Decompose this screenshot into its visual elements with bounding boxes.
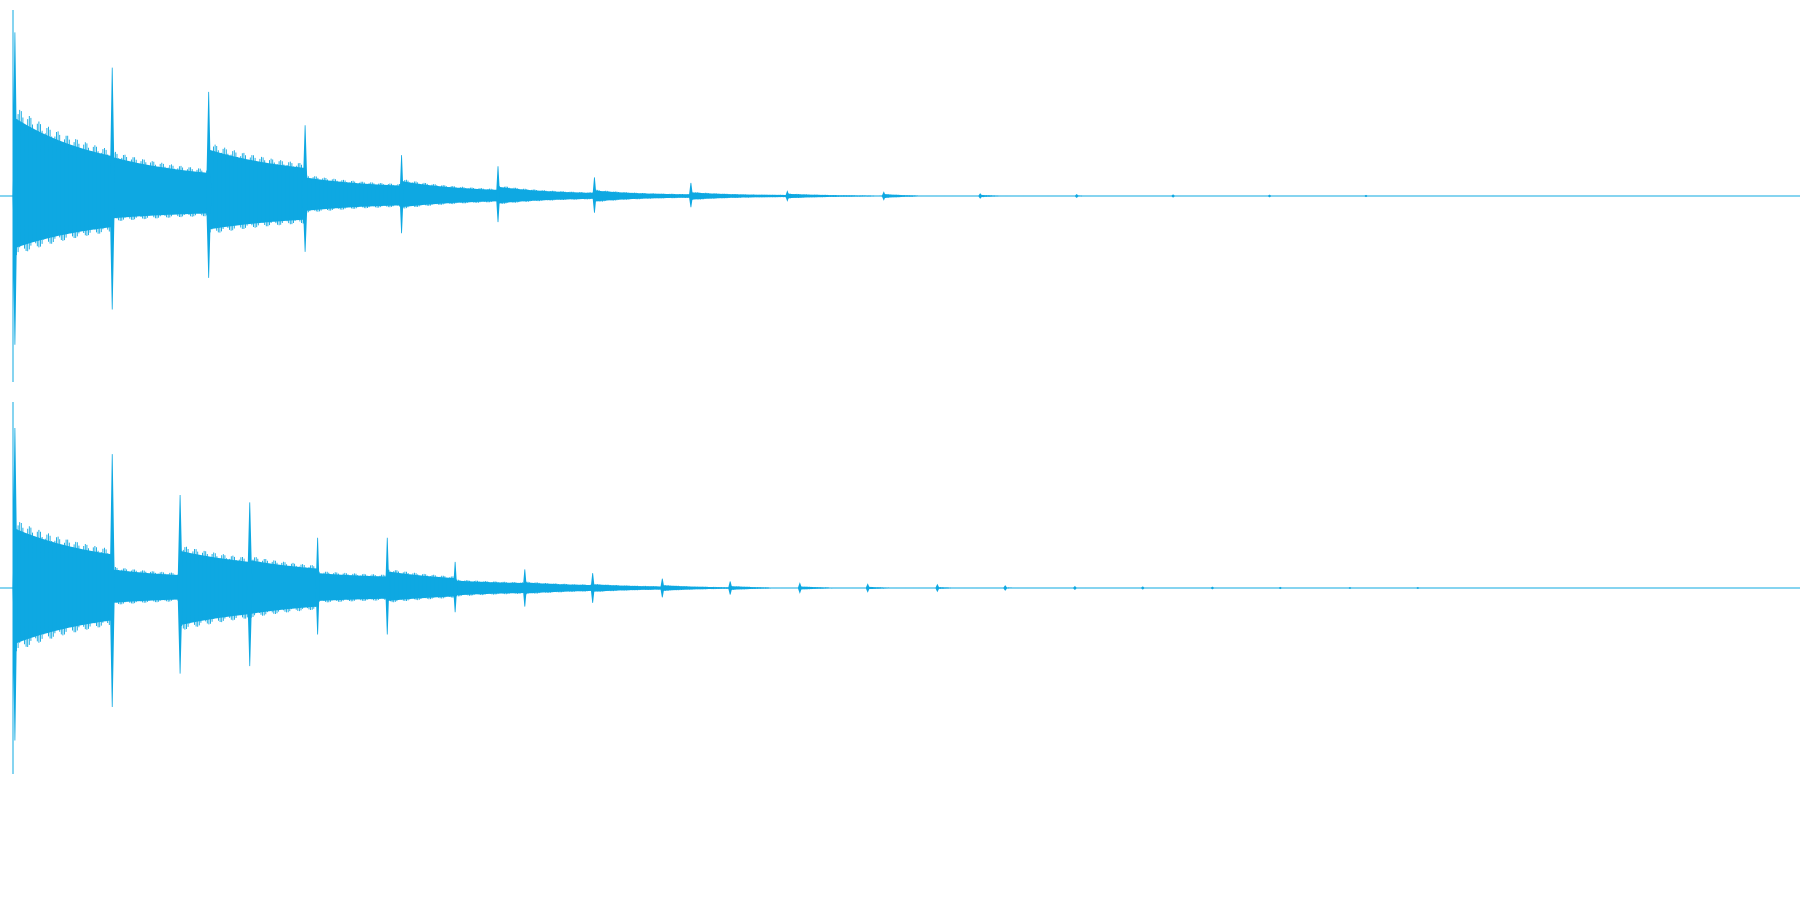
channel-2-transient-16 (1072, 585, 1078, 591)
channel-2-transient-5 (315, 537, 320, 635)
channel-1-texture-4 (304, 174, 402, 213)
channel-2-waveform (0, 402, 1800, 774)
channel-1-transient-4 (302, 125, 308, 252)
channel-1-transient-6 (496, 166, 501, 223)
channel-1-transient-14 (1267, 194, 1272, 198)
channel-1-waveform (0, 10, 1800, 382)
channel-1-transient-3 (206, 91, 212, 278)
channel-1-transient-10 (881, 191, 886, 201)
channel-2-transient-4 (247, 502, 253, 667)
channel-2-transient-9 (590, 573, 595, 603)
channel-2-transient-21 (1414, 587, 1421, 589)
channel-2-transient-18 (1210, 586, 1215, 590)
channel-1-transient-5 (399, 155, 404, 234)
channel-2-transient-3 (177, 494, 183, 674)
channel-1-texture-7 (594, 189, 691, 202)
channel-2-transient-15 (1003, 585, 1008, 591)
channel-2-transient-19 (1277, 586, 1283, 590)
channel-2-transient-1 (12, 428, 18, 741)
channel-1-texture-6 (497, 185, 595, 204)
channel-1-texture-9 (786, 193, 884, 199)
channel-2-transient-11 (728, 581, 733, 595)
channel-2-transient-8 (522, 569, 527, 607)
channel-1-transient-11 (978, 193, 983, 199)
channel-1-transient-8 (688, 182, 693, 208)
channel-1-transient-13 (1170, 194, 1176, 198)
channel-1-texture-5 (401, 179, 499, 209)
channel-1-texture-1 (14, 109, 112, 256)
channel-1-transient-2 (109, 67, 115, 310)
channel-2-transient-13 (865, 583, 870, 593)
channel-1-texture-3 (208, 144, 306, 235)
channel-1-transient-12 (1074, 193, 1079, 199)
channel-1-texture-10 (883, 194, 981, 198)
channel-2-transient-14 (935, 583, 940, 593)
channel-1-transient-9 (785, 190, 790, 202)
channel-2-transient-12 (797, 582, 802, 594)
channel-2-transient-20 (1347, 587, 1353, 589)
channel-1-texture-8 (690, 192, 788, 201)
channel-1-transient-15 (1363, 194, 1369, 198)
channel-2-transient-17 (1140, 586, 1146, 590)
channel-1-texture-2 (111, 151, 209, 221)
channel-1-transient-1 (12, 32, 18, 345)
channel-1-transient-7 (592, 177, 597, 213)
channel-2-transient-7 (453, 561, 458, 613)
channel-2-transient-6 (385, 537, 390, 635)
channel-2-transient-10 (660, 578, 665, 598)
channel-2-transient-2 (109, 454, 115, 708)
channel-2-texture-1 (14, 522, 112, 653)
